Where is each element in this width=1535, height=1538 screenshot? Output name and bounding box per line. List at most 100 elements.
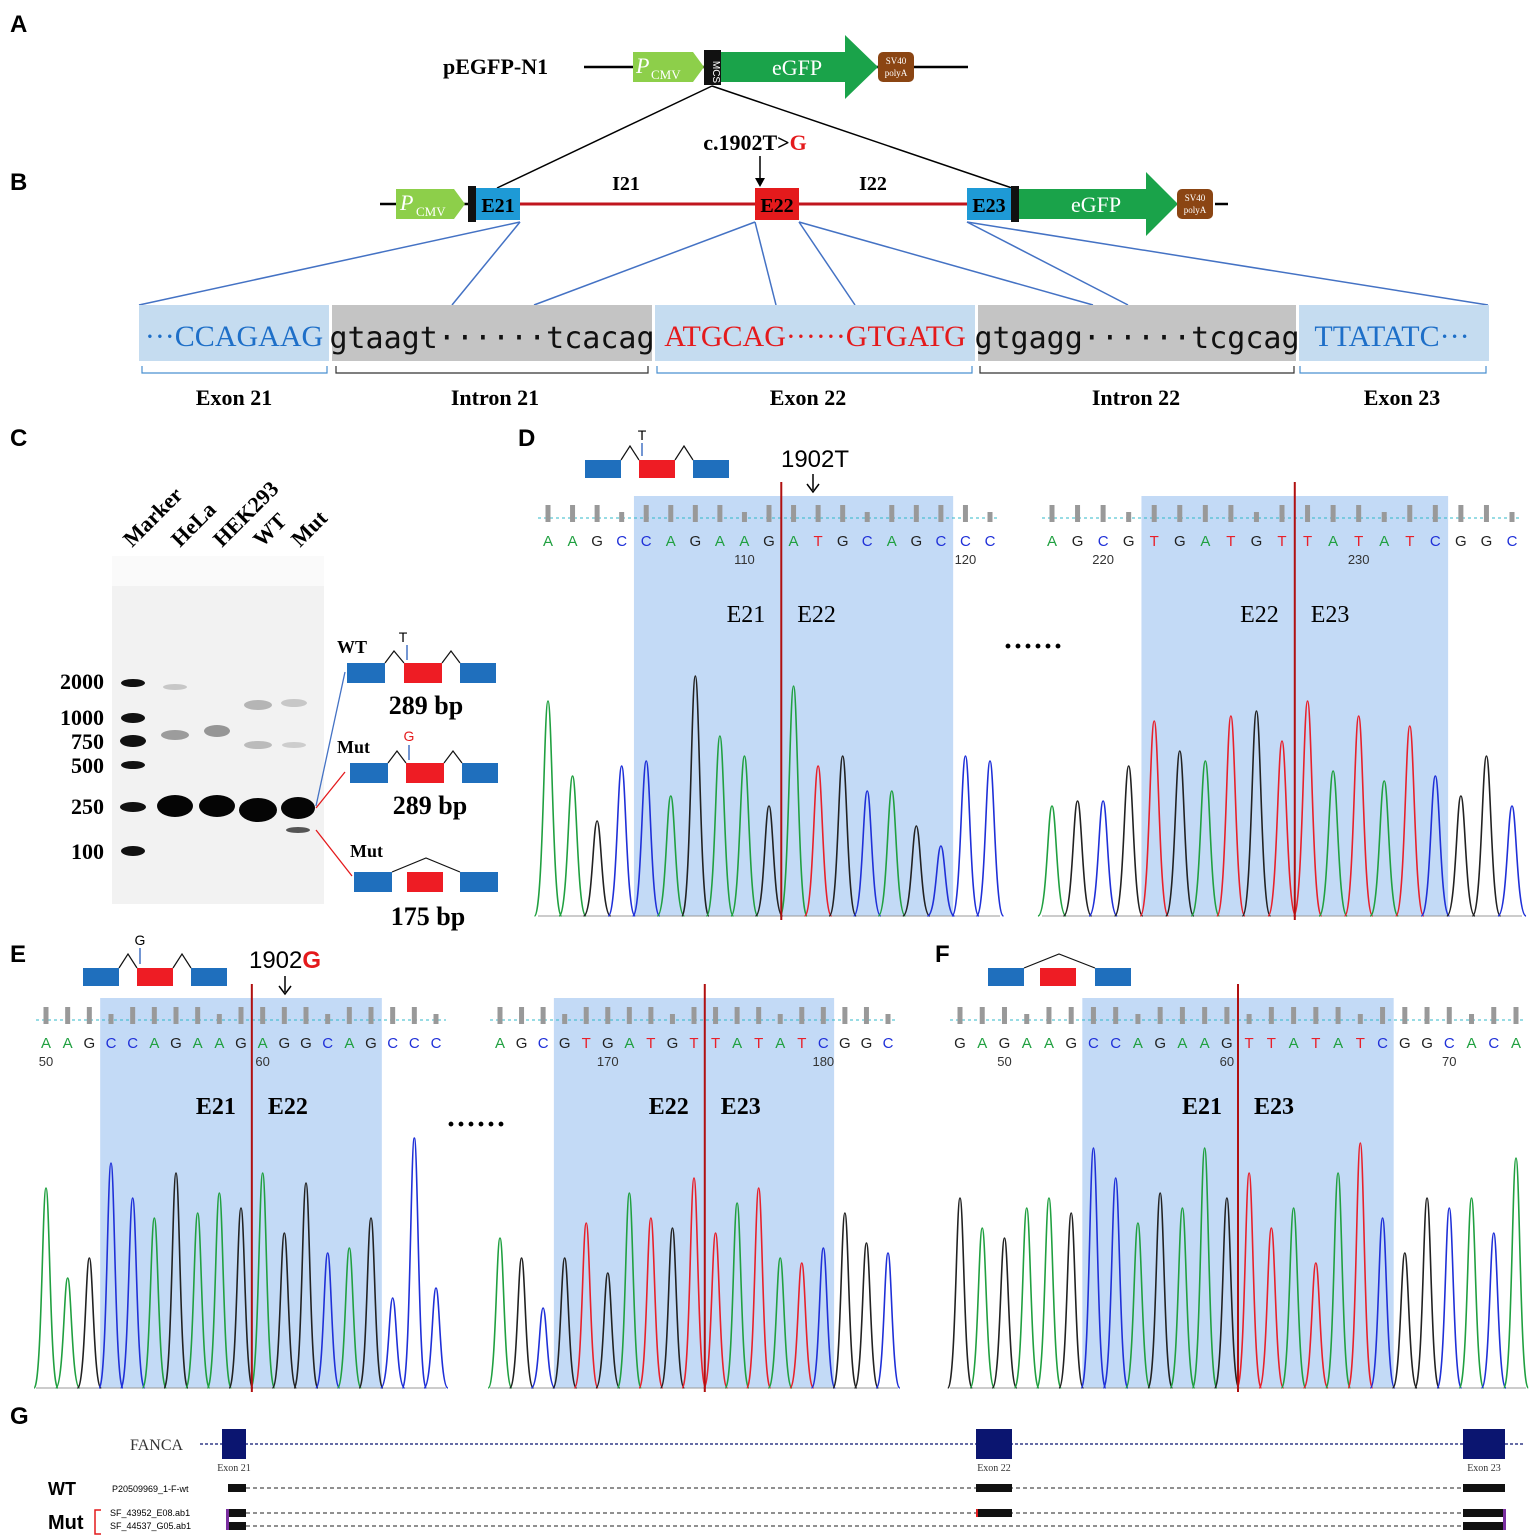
base-call: C <box>1098 533 1109 550</box>
base-call: A <box>495 1035 505 1052</box>
trace-peak <box>1147 1192 1174 1389</box>
trace-peak <box>1169 1207 1196 1389</box>
trace-peak <box>877 790 907 917</box>
mcs-label: MCS <box>710 61 721 84</box>
ladder-250: 250 <box>71 794 104 819</box>
base-call: C <box>1110 1035 1121 1052</box>
base-call: A <box>214 1035 224 1052</box>
quality-bar <box>594 505 600 522</box>
trace-peak <box>1369 1217 1396 1389</box>
trace-peak <box>1258 1227 1285 1389</box>
panel-d-allele: T <box>638 427 647 443</box>
quality-bar <box>1001 1007 1007 1024</box>
quality-bar <box>540 1007 546 1024</box>
trace-peak <box>582 820 612 917</box>
trace-peak <box>1124 1222 1151 1389</box>
ladder-1000: 1000 <box>60 705 104 730</box>
base-call: C <box>322 1035 333 1052</box>
base-call: A <box>739 533 749 550</box>
promoter-label: P <box>635 53 649 78</box>
quality-bar <box>303 1007 309 1024</box>
base-call: G <box>689 533 701 550</box>
base-call: A <box>1379 533 1389 550</box>
quality-bar <box>151 1007 157 1024</box>
mut-read-tracks <box>226 1509 1506 1530</box>
seq-exon21: ···CCAGAAG <box>145 320 323 353</box>
quality-bar <box>791 505 797 522</box>
egfp-label-a: eGFP <box>772 55 822 80</box>
base-call: A <box>1200 533 1210 550</box>
base-call: C <box>985 533 996 550</box>
junction-label-left: E21 <box>196 1094 236 1120</box>
trace-peak <box>1420 775 1451 917</box>
product-wt-label: WT <box>337 637 367 657</box>
gene-exon-22-label: Exon 22 <box>977 1463 1011 1474</box>
trace-peak <box>779 685 808 917</box>
base-call: A <box>1022 1035 1032 1052</box>
quality-bar <box>519 1007 525 1024</box>
quality-bar <box>325 1014 331 1024</box>
quality-bar <box>820 1007 826 1024</box>
quality-bar <box>1279 505 1285 522</box>
lane-labels: Marker HeLa HEK293 WT Mut <box>118 476 333 552</box>
quality-bar <box>390 1007 396 1024</box>
quality-bar <box>840 505 846 522</box>
insert-line-right <box>711 85 1013 189</box>
trace-peak <box>607 765 636 917</box>
base-call: G <box>365 1035 377 1052</box>
quality-bar <box>864 512 870 522</box>
quality-bar <box>497 1007 503 1024</box>
panel-c: C Marker HeLa HEK293 WT Mut <box>10 425 498 931</box>
polya-block-a: SV40 polyA <box>878 52 914 82</box>
base-call: A <box>977 1035 987 1052</box>
base-call: C <box>1488 1035 1499 1052</box>
quality-bar <box>815 505 821 522</box>
trace-peak <box>293 1182 319 1389</box>
quality-bar <box>1202 1007 1208 1024</box>
seq-box-intron21 <box>332 305 652 361</box>
polya-text-b1: SV40 <box>1185 193 1206 203</box>
junction-label-left: E22 <box>649 1094 689 1120</box>
region-label-intron22: Intron 22 <box>1092 385 1180 410</box>
quality-bar <box>957 1007 963 1024</box>
junction-label-right: E23 <box>1311 602 1350 628</box>
ladder-750: 750 <box>71 729 104 754</box>
trace-peak <box>119 1197 146 1389</box>
junction-label-right: E23 <box>721 1094 761 1120</box>
base-call: A <box>1289 1035 1299 1052</box>
panel-g: G FANCA Exon 21 Exon 22 Exon 23 WT P2050… <box>10 1403 1525 1535</box>
quality-bar <box>777 1014 783 1024</box>
base-call: G <box>300 1035 312 1052</box>
trace-peak <box>730 755 759 917</box>
highlight-region <box>553 998 835 1388</box>
quality-bar <box>108 1014 114 1024</box>
quality-bar <box>692 505 698 522</box>
quality-bar <box>605 1007 611 1024</box>
trace-peak <box>1190 760 1221 917</box>
intron-22-label: I22 <box>859 173 887 195</box>
trace-peak <box>767 1257 793 1389</box>
panel-d-pointer: 1902T <box>781 446 849 473</box>
polya-block-b: SV40 polyA <box>1177 189 1213 219</box>
base-call: C <box>1377 1035 1388 1052</box>
quality-bar <box>643 505 649 522</box>
base-call: C <box>862 533 873 550</box>
gene-name: FANCA <box>130 1437 183 1454</box>
base-call: A <box>775 1035 785 1052</box>
trace-peak <box>638 1217 664 1389</box>
position-tick: 110 <box>734 552 755 567</box>
gene-exon-23-label: Exon 23 <box>1467 1463 1501 1474</box>
quality-bar <box>962 505 968 522</box>
quality-bar <box>368 1007 374 1024</box>
polya-text-b2: polyA <box>1184 205 1207 215</box>
quality-bar <box>1469 1014 1475 1024</box>
quality-bar <box>1024 1014 1030 1024</box>
quality-bar <box>1380 1007 1386 1024</box>
quality-bar <box>889 505 895 522</box>
trace-peak <box>875 1252 901 1389</box>
trace-peak <box>533 700 563 917</box>
base-call: G <box>1421 1035 1433 1052</box>
base-call: A <box>41 1035 51 1052</box>
trace-peak <box>1318 770 1348 917</box>
